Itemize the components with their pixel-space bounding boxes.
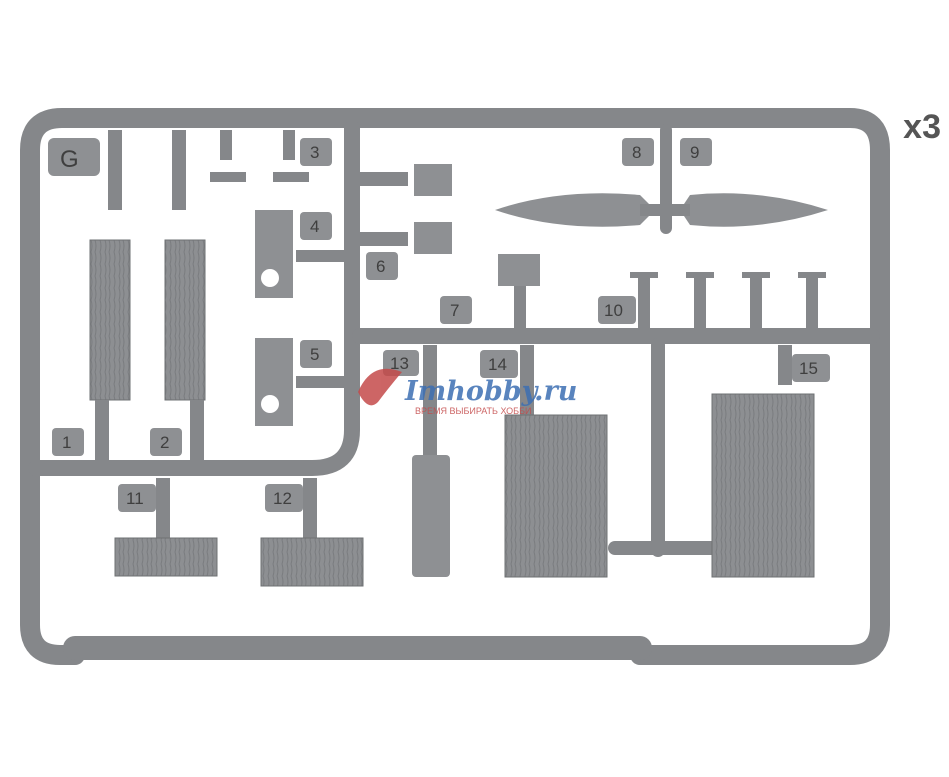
part-number-6: 6 xyxy=(376,257,385,276)
part-15 xyxy=(711,345,815,578)
part-5 xyxy=(255,338,346,426)
sprue-letter-tag: G xyxy=(48,138,100,176)
part-4 xyxy=(255,210,346,298)
tag-1: 1 xyxy=(52,428,84,456)
tag-9: 9 xyxy=(680,138,712,166)
part-number-8: 8 xyxy=(632,143,641,162)
part-number-13: 13 xyxy=(390,354,409,373)
part-number-2: 2 xyxy=(160,433,169,452)
watermark-subtitle: ВРЕМЯ ВЫБИРАТЬ ХОББИ xyxy=(415,406,531,416)
sprue-letter: G xyxy=(60,146,79,173)
part-3-pair xyxy=(210,130,309,182)
part-number-5: 5 xyxy=(310,345,319,364)
part-number-14: 14 xyxy=(488,355,507,374)
sprue-frame xyxy=(20,108,890,665)
tag-11: 11 xyxy=(118,484,156,512)
part-number-12: 12 xyxy=(273,489,292,508)
part-number-7: 7 xyxy=(450,301,459,320)
tag-10: 10 xyxy=(598,296,636,324)
tag-3: 3 xyxy=(300,138,332,166)
part-number-9: 9 xyxy=(690,143,699,162)
tag-4: 4 xyxy=(300,212,332,240)
tag-8: 8 xyxy=(622,138,654,166)
part-8-9 xyxy=(495,193,828,227)
watermark-logo-icon xyxy=(358,368,402,406)
part-14 xyxy=(504,345,608,578)
part-number-tags: 1 2 3 4 5 6 7 8 9 10 11 12 13 14 15 xyxy=(52,138,830,512)
part-10 xyxy=(630,272,826,328)
part-7 xyxy=(498,254,540,330)
part-12 xyxy=(260,478,364,587)
quantity-multiplier: x3 xyxy=(903,108,941,146)
part-number-4: 4 xyxy=(310,217,319,236)
tag-14: 14 xyxy=(480,350,518,378)
part-number-15: 15 xyxy=(799,359,818,378)
tag-7: 7 xyxy=(440,296,472,324)
part-6 xyxy=(358,164,452,254)
tag-6: 6 xyxy=(366,252,398,280)
watermark: Imhobby.ru ВРЕМЯ ВЫБИРАТЬ ХОББИ xyxy=(358,368,577,416)
part-number-1: 1 xyxy=(62,433,71,452)
part-11 xyxy=(114,478,218,577)
part-number-10: 10 xyxy=(604,301,623,320)
tag-2: 2 xyxy=(150,428,182,456)
part-number-3: 3 xyxy=(310,143,319,162)
part-2 xyxy=(164,130,206,460)
tag-5: 5 xyxy=(300,340,332,368)
part-1 xyxy=(89,130,131,460)
part-13 xyxy=(412,345,450,577)
tag-15: 15 xyxy=(792,354,830,382)
part-number-11: 11 xyxy=(126,489,144,508)
tag-12: 12 xyxy=(265,484,303,512)
watermark-title: Imhobby.ru xyxy=(404,376,577,407)
